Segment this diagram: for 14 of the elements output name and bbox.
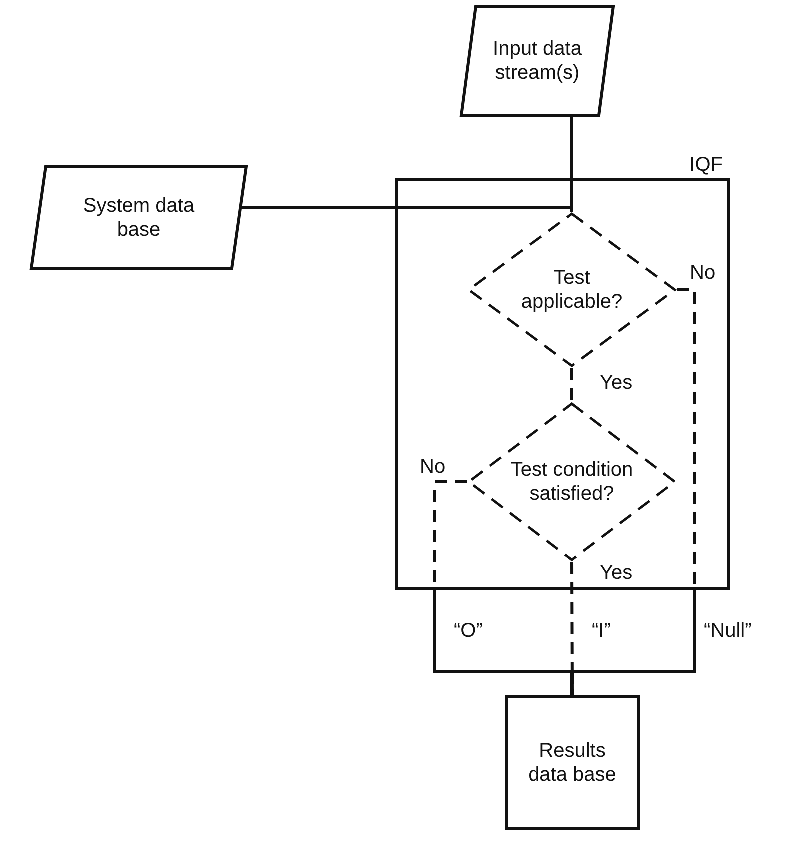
data-parallelogram <box>30 165 248 270</box>
node-label: Test condition satisfied? <box>510 458 634 506</box>
node-label: Test applicable? <box>520 266 624 314</box>
connector-line <box>242 206 574 212</box>
connector-line <box>570 562 574 695</box>
node-label: System data base <box>82 194 196 242</box>
node-label: Input data stream(s) <box>492 37 583 85</box>
data-parallelogram <box>460 5 615 117</box>
node-label: Results data base <box>528 738 618 786</box>
connector-line <box>570 368 574 402</box>
frame-heading: IQF <box>690 153 723 177</box>
storage-box <box>505 695 640 830</box>
decision-diamond <box>467 212 677 368</box>
connector-line <box>434 480 574 695</box>
